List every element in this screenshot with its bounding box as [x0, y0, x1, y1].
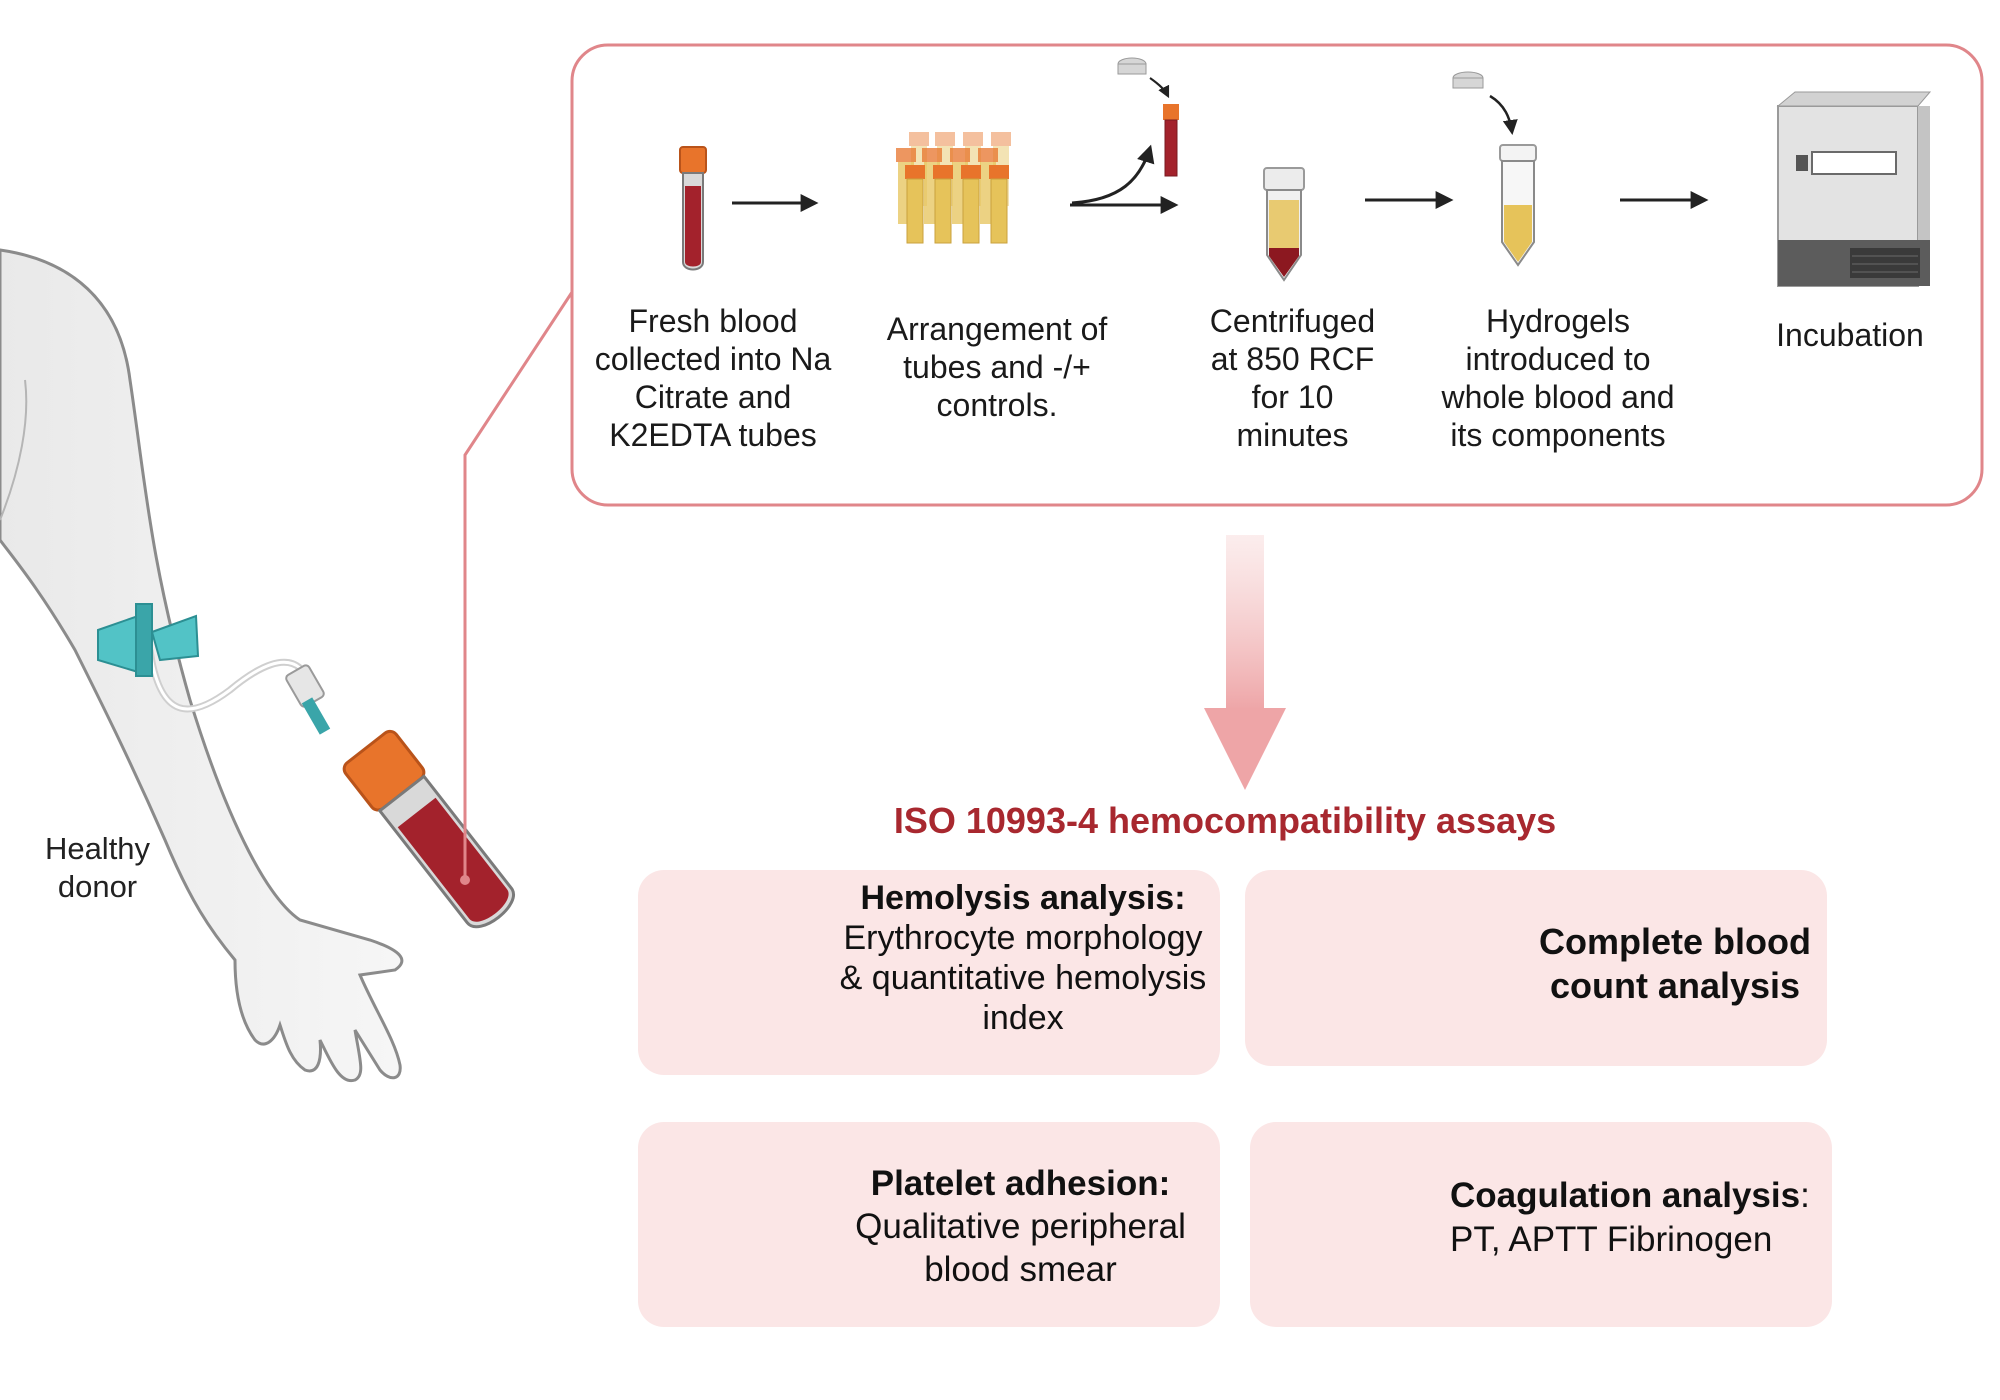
split-arrows: [1070, 57, 1179, 214]
donor-label: Healthy donor: [44, 831, 151, 904]
assay-card-hemolysis: Hemolysis analysis: Erythrocyte morpholo…: [638, 870, 1220, 1075]
hydrogel-tube-icon: [1452, 71, 1537, 267]
callout-line: [463, 279, 582, 880]
assay-card-platelet: Platelet adhesion: Qualitative periphera…: [638, 1122, 1220, 1327]
donor-blood-tube-icon: [342, 729, 515, 929]
assay-title: Complete blood count analysis: [1539, 921, 1811, 1006]
down-arrow: [1204, 535, 1286, 790]
centrifuge-tube-icon: [1263, 167, 1305, 282]
step-4-label: Hydrogels introduced to whole blood and …: [1441, 303, 1675, 453]
step-2-label: Arrangement of tubes and -/+ controls.: [886, 311, 1108, 423]
tube-rack-icon: [896, 132, 1011, 244]
step-1-label: Fresh blood collected into Na Citrate an…: [594, 303, 832, 453]
assay-title: Coagulation analysis: [1450, 1176, 1801, 1215]
incubator-icon: [1776, 91, 1932, 287]
assay-card-coagulation: Coagulation analysis: PT, APTT Fibrinoge…: [1250, 1122, 1832, 1327]
assay-title-suffix: :: [1800, 1176, 1810, 1215]
step-3-label: Centrifuged at 850 RCF for 10 minutes: [1209, 303, 1376, 453]
assay-body: Erythrocyte morphology & quantitative he…: [839, 919, 1207, 1037]
assay-title: Hemolysis analysis:: [860, 879, 1186, 917]
assays-title: ISO 10993-4 hemocompatibility assays: [893, 800, 1557, 841]
assay-body: PT, APTT Fibrinogen: [1450, 1220, 1773, 1259]
assay-body: Qualitative peripheral blood smear: [855, 1207, 1186, 1289]
assay-card-cbc: Complete blood count analysis: [1245, 870, 1827, 1066]
step-5-label: Incubation: [1776, 317, 1924, 353]
arm-icon: [0, 248, 404, 1083]
butterfly-needle-icon: [97, 603, 331, 735]
assay-title: Platelet adhesion:: [870, 1164, 1171, 1203]
blood-tube-icon: [679, 146, 707, 271]
